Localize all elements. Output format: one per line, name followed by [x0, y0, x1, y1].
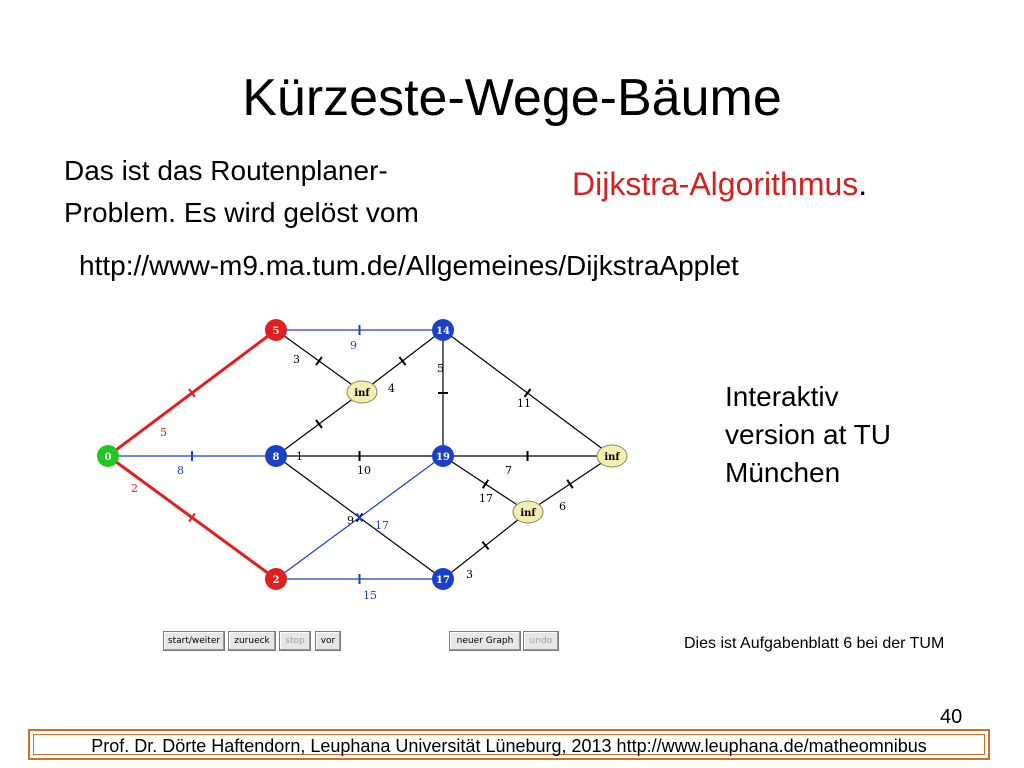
- edge-tick: [398, 356, 407, 366]
- footer-text: Prof. Dr. Dörte Haftendorn, Leuphana Uni…: [33, 734, 985, 756]
- intro-line-2: Problem. Es wird gelöst vom: [64, 197, 419, 228]
- node-label: 17: [436, 575, 450, 586]
- node-shape: [346, 380, 378, 404]
- back-button[interactable]: zurueck: [228, 631, 276, 651]
- edge-tick: [523, 388, 532, 398]
- graph-node[interactable]: 2: [265, 568, 287, 590]
- node-shape: [512, 500, 544, 524]
- applet-url[interactable]: http://www-m9.ma.tum.de/Allgemeines/Dijk…: [79, 250, 739, 281]
- edge-weight-label: 2: [131, 482, 138, 495]
- side-line-1: Interaktiv: [725, 381, 839, 412]
- side-line-2: version at TU: [725, 419, 891, 450]
- graph-node[interactable]: 5: [265, 319, 287, 341]
- node-shape: [265, 568, 287, 590]
- slide-title: Kürzeste-Wege-Bäume: [242, 69, 782, 127]
- algorithm-name: Dijkstra-Algorithmus.: [572, 166, 867, 203]
- forward-button[interactable]: vor: [315, 631, 341, 651]
- graph-node[interactable]: inf: [512, 500, 544, 524]
- exercise-note: Dies ist Aufgabenblatt 6 bei der TUM: [684, 635, 945, 652]
- node-label: inf: [604, 452, 620, 463]
- edge-weight-label: 15: [363, 589, 377, 602]
- node-shape: [596, 444, 628, 468]
- graph-node[interactable]: 19: [432, 445, 454, 467]
- edge-weight-label: 5: [437, 362, 444, 375]
- undo-button[interactable]: undo: [523, 631, 559, 651]
- edge-weight-label: 11: [517, 397, 531, 410]
- edge-tick: [315, 356, 323, 366]
- start-continue-button[interactable]: start/weiter: [163, 631, 225, 651]
- edge-weight-label: 3: [293, 353, 300, 366]
- node-label: 2: [273, 575, 280, 586]
- node-shape: [265, 319, 287, 341]
- edge-weight-label: 17: [375, 519, 389, 532]
- node-shape: [432, 568, 454, 590]
- node-label: inf: [520, 508, 536, 519]
- edge-tick: [315, 419, 323, 429]
- node-label: 8: [273, 452, 280, 463]
- edge-weight-label: 8: [177, 464, 184, 477]
- algorithm-period: .: [858, 166, 868, 202]
- node-shape: [265, 445, 287, 467]
- edge-tick: [481, 540, 490, 551]
- edge-weight-label: 6: [559, 500, 566, 513]
- graph-node[interactable]: 14: [432, 319, 454, 341]
- edge-tick: [188, 388, 196, 398]
- dijkstra-graph: 52893145111071769171530514inf819infinf21…: [97, 319, 628, 602]
- edge-tick: [481, 479, 490, 489]
- intro-text: Das ist das Routenplaner- Problem. Es wi…: [64, 150, 419, 234]
- node-label: 14: [436, 326, 450, 337]
- stop-button[interactable]: stop: [279, 631, 311, 651]
- node-label: 19: [436, 452, 450, 463]
- graph-node[interactable]: 0: [97, 445, 119, 467]
- node-shape: [432, 445, 454, 467]
- node-label: 5: [273, 326, 280, 337]
- edge-weight-label: 4: [388, 382, 395, 395]
- edge-tick: [355, 512, 364, 523]
- graph-node[interactable]: 17: [432, 568, 454, 590]
- new-graph-button[interactable]: neuer Graph: [449, 631, 521, 651]
- node-shape: [97, 445, 119, 467]
- page-number: 40: [940, 706, 963, 728]
- algorithm-label: Dijkstra-Algorithmus: [572, 166, 859, 202]
- node-label: inf: [354, 388, 370, 399]
- interactive-note: Interaktiv version at TU München: [725, 378, 891, 492]
- edge-tick: [188, 512, 196, 523]
- edge-weight-label: 9: [347, 514, 354, 527]
- intro-line-1: Das ist das Routenplaner-: [64, 155, 388, 186]
- edge-weight-label: 7: [505, 464, 512, 477]
- edge-weight-label: 9: [350, 339, 357, 352]
- side-line-3: München: [725, 457, 841, 488]
- graph-node[interactable]: inf: [596, 444, 628, 468]
- edge-tick: [566, 479, 574, 489]
- edge-weight-label: 5: [160, 426, 167, 439]
- graph-node[interactable]: 8: [265, 445, 287, 467]
- edge-weight-label: 10: [357, 464, 371, 477]
- edge-weight-label: 3: [466, 568, 473, 581]
- node-label: 0: [105, 452, 112, 463]
- node-shape: [432, 319, 454, 341]
- graph-node[interactable]: inf: [346, 380, 378, 404]
- footer-box: Prof. Dr. Dörte Haftendorn, Leuphana Uni…: [28, 729, 990, 760]
- edge-weight-label: 17: [479, 492, 493, 505]
